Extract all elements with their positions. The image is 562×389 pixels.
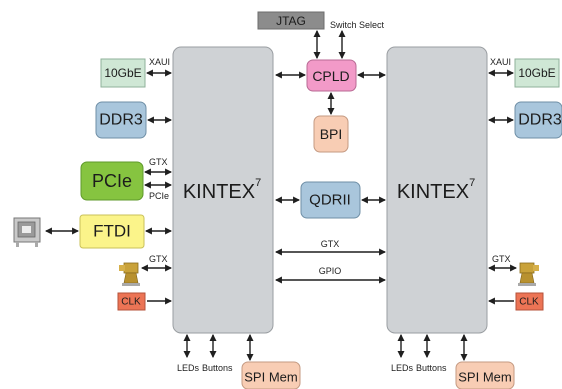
- bpi-label: BPI: [320, 126, 343, 142]
- leds-label-left: LEDs: [177, 363, 200, 373]
- jtag-block: [257, 11, 325, 30]
- spi-mem-label-left: SPI Mem: [244, 370, 297, 385]
- fpga-right-label: KINTEX7: [397, 177, 475, 203]
- pcie-label: PCIe: [92, 171, 132, 191]
- bpi-block: [313, 115, 349, 153]
- clk-block-right: [515, 292, 544, 311]
- spi-mem-block-left: [241, 361, 301, 389]
- tengbe-block-left: [100, 58, 146, 88]
- buttons-label-left: Buttons: [202, 363, 233, 373]
- tengbe-label-right: 10GbE: [518, 66, 555, 80]
- leds-label-right: LEDs: [391, 363, 414, 373]
- cpld-block: [306, 59, 357, 92]
- tengbe-block-right: [514, 58, 560, 88]
- gtx-label-pcie: GTX: [149, 157, 168, 167]
- pcie-block: [80, 161, 144, 201]
- jtag-label: JTAG: [276, 14, 306, 28]
- xaui-label-right: XAUI: [490, 57, 511, 67]
- sma-connector-icon: [518, 262, 539, 286]
- ftdi-label: FTDI: [93, 222, 131, 241]
- ddr3-label-left: DDR3: [99, 112, 143, 129]
- ftdi-block: [79, 214, 145, 249]
- spi-mem-label-right: SPI Mem: [458, 370, 511, 385]
- gtx-label-sma-right: GTX: [492, 254, 511, 264]
- spi-mem-block-right: [455, 361, 515, 389]
- qdr-label: QDRII: [309, 192, 351, 209]
- xaui-label-left: XAUI: [149, 57, 170, 67]
- fpga-left: [172, 46, 274, 334]
- tengbe-label-left: 10GbE: [104, 66, 141, 80]
- ddr3-block-right: [514, 101, 562, 139]
- fpga-left-label: KINTEX7: [183, 177, 261, 203]
- gtx-label-sma-left: GTX: [149, 254, 168, 264]
- cpld-label: CPLD: [312, 68, 349, 84]
- pcie-small-label: PCIe: [149, 191, 169, 201]
- ddr3-label-right: DDR3: [518, 112, 562, 129]
- ddr3-block-left: [95, 101, 147, 139]
- sma-connector-icon: [119, 262, 140, 286]
- clk-block-left: [117, 292, 146, 311]
- gpio-link-label: GPIO: [319, 266, 342, 276]
- switch-select-label: Switch Select: [330, 20, 385, 30]
- clk-label-right: CLK: [519, 297, 539, 308]
- fpga-right: [386, 46, 488, 334]
- clk-label-left: CLK: [121, 297, 141, 308]
- buttons-label-right: Buttons: [416, 363, 447, 373]
- usb-b-connector-icon: [13, 217, 41, 247]
- gtx-link-label: GTX: [321, 239, 340, 249]
- qdr-block: [300, 181, 361, 219]
